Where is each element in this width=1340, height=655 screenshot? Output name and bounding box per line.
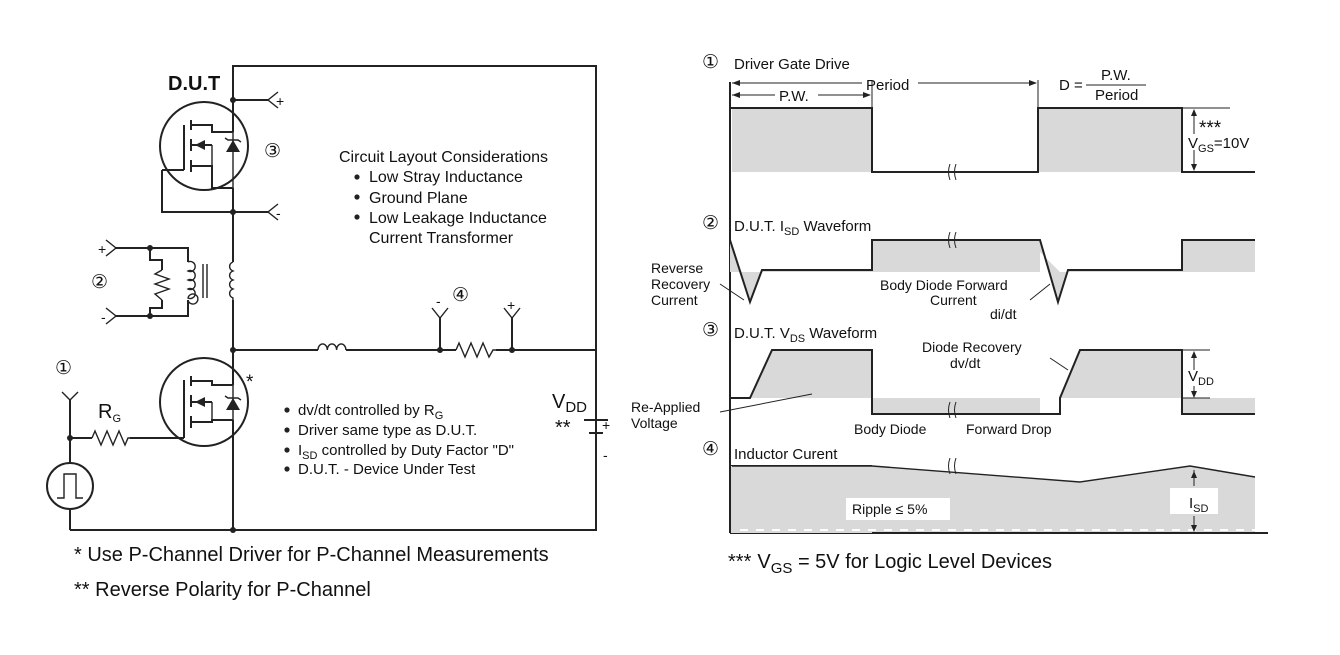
marker-4-waveform: ④: [702, 439, 719, 460]
diode-recovery-label: Diode Recovery: [922, 339, 1022, 355]
marker-2-circuit: ②: [91, 272, 108, 293]
dvdt-label: dv/dt: [950, 355, 980, 371]
junction-dots: [67, 97, 515, 533]
reverse-recovery-label: Recovery: [651, 276, 710, 292]
inductor-current-waveform: [730, 457, 1256, 533]
reapplied-voltage-label: Voltage: [631, 415, 678, 431]
current-transformer: [152, 260, 235, 305]
reverse-recovery-label: Reverse: [651, 260, 703, 276]
battery-plus: +: [602, 417, 610, 433]
shunt-resistor: [455, 341, 496, 359]
marker-4-circuit: ④: [452, 285, 469, 306]
duty-numerator: P.W.: [1101, 67, 1131, 84]
driver-star: *: [246, 372, 254, 393]
plus-terminal-shunt: +: [507, 297, 515, 313]
minus-terminal-top: -: [276, 205, 281, 221]
consideration-item: Low Stray Inductance: [369, 169, 523, 186]
circuit-wires: [69, 65, 597, 531]
vgs-label: VGS=10V: [1188, 135, 1249, 155]
note-item: Driver same type as D.U.T.: [298, 422, 477, 439]
reverse-recovery-label: Current: [651, 292, 698, 308]
vdd-label: VDD: [552, 391, 587, 416]
minus-terminal-ct: -: [101, 309, 106, 325]
pw-label: P.W.: [779, 88, 809, 105]
minus-terminal-shunt: -: [436, 293, 441, 309]
footnote-logic-level: ***VGS = 5V for Logic Level Devices: [728, 551, 1052, 577]
marker-3-waveform: ③: [702, 320, 719, 341]
plus-terminal-top: +: [276, 93, 284, 109]
footnote-p-channel-driver: * Use P-Channel Driver for P-Channel Mea…: [74, 544, 549, 566]
gate-drive-waveform: [730, 80, 1255, 181]
period-label: Period: [866, 77, 909, 94]
considerations-title: Circuit Layout Considerations: [339, 149, 548, 166]
vdd-stars: **: [555, 417, 571, 439]
test-circuit: D.U.T ③ ② ④ ① + - + - - + * RG VDD ** + …: [46, 65, 610, 601]
waveforms: ① Driver Gate Drive Period P.W. D = P.W.…: [631, 52, 1268, 577]
gate-resistor: [91, 429, 130, 447]
consideration-item: Ground Plane: [369, 190, 468, 207]
marker-3-circuit: ③: [264, 141, 281, 162]
marker-1-waveform: ①: [702, 52, 719, 73]
footnote-reverse-polarity: ** Reverse Polarity for P-Channel: [74, 579, 371, 601]
battery-minus: -: [603, 447, 608, 463]
note-item: D.U.T. - Device Under Test: [298, 461, 476, 478]
body-diode-current-label: Current: [930, 292, 977, 308]
ripple-label: Ripple ≤ 5%: [852, 501, 927, 517]
pulse-generator-icon: [46, 462, 94, 510]
reapplied-voltage-label: Re-Applied: [631, 399, 700, 415]
layout-considerations: Circuit Layout Considerations Low Stray …: [339, 149, 548, 247]
gate-drive-title: Driver Gate Drive: [734, 56, 850, 73]
body-diode-forward-label: Body Diode Forward: [880, 277, 1008, 293]
consideration-item: Current Transformer: [369, 230, 514, 247]
consideration-item: Low Leakage Inductance: [369, 210, 547, 227]
load-inductor: [317, 343, 347, 351]
note-item: ISD controlled by Duty Factor "D": [298, 442, 514, 462]
duty-denominator: Period: [1095, 87, 1138, 104]
isd-title: D.U.T. ISD Waveform: [734, 218, 871, 238]
body-diode-label: Body Diode: [854, 421, 927, 437]
vds-title: D.U.T. VDS Waveform: [734, 325, 877, 345]
vds-waveform: [719, 349, 1255, 419]
plus-terminal-ct: +: [98, 241, 106, 257]
test-notes: dv/dt controlled by RG Driver same type …: [284, 402, 514, 478]
dut-mosfet-symbol: [159, 101, 249, 191]
rg-label: RG: [98, 401, 121, 425]
note-item: dv/dt controlled by RG: [298, 402, 443, 422]
driver-mosfet-symbol: [159, 357, 249, 447]
forward-drop-label: Forward Drop: [966, 421, 1052, 437]
vgs-stars: ***: [1199, 118, 1222, 139]
inductor-current-title: Inductor Curent: [734, 446, 838, 463]
dut-label: D.U.T: [168, 73, 220, 95]
duty-d-equals: D =: [1059, 77, 1083, 94]
terminal-arrows: [61, 91, 521, 401]
isd-waveform: [719, 231, 1255, 306]
didt-label: di/dt: [990, 306, 1017, 322]
vdd-waveform-label: VDD: [1188, 368, 1214, 388]
vdd-battery-symbol: [584, 419, 608, 450]
isd-waveform-label: ISD: [1189, 495, 1209, 515]
marker-2-waveform: ②: [702, 213, 719, 234]
marker-1-circuit: ①: [55, 358, 72, 379]
